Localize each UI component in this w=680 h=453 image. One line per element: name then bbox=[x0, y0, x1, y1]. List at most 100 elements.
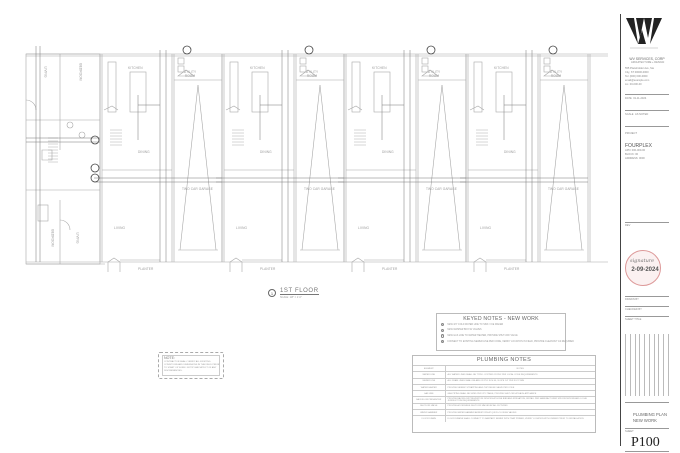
keyed-note-item: 4 CONNECT TO EXISTING SEWER LINE PER COD… bbox=[441, 339, 574, 345]
notes-cell: FLOOR DRAINS SHALL CONNECT TO SANITARY S… bbox=[445, 415, 595, 423]
header-cell: NOTES bbox=[445, 364, 595, 372]
room-label-living: LIVING bbox=[236, 226, 248, 230]
table-row: GAS LINE GAS PIPING SHALL BE SIZED PER C… bbox=[413, 390, 595, 397]
address-line: email@example.com bbox=[625, 79, 650, 82]
room-label-dining: DINING bbox=[260, 150, 272, 154]
table-row: WATER HAMMER PROVIDE WATER HAMMER ARREST… bbox=[413, 409, 595, 416]
room-label-kitchen: KITCHEN bbox=[250, 66, 265, 70]
table-row: WATER HEATER PROVIDE SEISMIC STRAPPING A… bbox=[413, 383, 595, 391]
sheet-title-label: SHEET TITLE bbox=[625, 318, 642, 321]
drawn-by-label: DRAWN BY bbox=[625, 298, 639, 301]
scale-field: SCALE AS NOTED bbox=[625, 113, 648, 117]
room-label: LIVING bbox=[43, 66, 48, 78]
element-cell: WATER HAMMER bbox=[413, 409, 446, 416]
room-label-dining: DINING bbox=[504, 150, 516, 154]
plumbing-notes-title: PLUMBING NOTES bbox=[476, 357, 532, 363]
project-detail: ADDRESS: 0000 bbox=[625, 157, 645, 160]
room-label-dining: DINING bbox=[382, 150, 394, 154]
keyed-note-text: NEW 3/4" COLD WATER LINE TO SINK / ICE M… bbox=[447, 323, 504, 326]
plumbing-notes-grid: ELEMENT NOTES WATER LINE ALL WATER LINES… bbox=[413, 364, 595, 423]
divider bbox=[625, 402, 669, 403]
room-label-dining: DINING bbox=[138, 150, 150, 154]
room-label-planter: PLANTER bbox=[382, 267, 398, 271]
element-cell: WATER HEATER bbox=[413, 383, 446, 391]
sheet-title-line: PLUMBING PLAN bbox=[633, 412, 667, 417]
table-header-row: ELEMENT NOTES bbox=[413, 364, 595, 372]
element-cell: SHUT-OFF VALVE bbox=[413, 402, 446, 410]
room-label-garage: TWO CAR GARAGE bbox=[426, 187, 457, 191]
room-label-kitchen: KITCHEN bbox=[494, 66, 509, 70]
table-row: SEWER LINE ALL DRAIN LINES SHALL BE ABS … bbox=[413, 377, 595, 385]
keyed-note-text: NEW WASHER BOX W/ VALVES bbox=[447, 329, 482, 332]
professional-stamp: signature 2-09-2024 bbox=[625, 250, 661, 286]
keyed-note-number: 3 bbox=[441, 334, 445, 338]
detail-number: 1 bbox=[268, 289, 276, 297]
room-label-utility: UTILITY ROOM bbox=[305, 70, 319, 78]
company-logo-icon bbox=[624, 16, 664, 49]
notes-cell: ALL DRAIN LINES SHALL BE ABS OR PVC SCH … bbox=[445, 377, 595, 385]
room-label-utility: UTILITY ROOM bbox=[549, 70, 563, 78]
divider bbox=[625, 316, 669, 317]
divider bbox=[625, 94, 669, 95]
keyed-notes-table: KEYED NOTES - NEW WORK 1 NEW 3/4" COLD W… bbox=[436, 313, 574, 351]
room-label: BEDROOM bbox=[50, 229, 55, 247]
room-label-garage: TWO CAR GARAGE bbox=[548, 187, 579, 191]
address-line: 555 Placeholder Ave, Ste bbox=[625, 67, 655, 70]
notes-cell: ALL WATER LINES SHALL BE TYPE L COPPER O… bbox=[445, 371, 595, 379]
address-line: Lic. 00-000-00 bbox=[625, 83, 642, 86]
divider bbox=[625, 222, 669, 223]
project-name: FOURPLEX bbox=[625, 143, 652, 149]
table-row: WATER LINE ALL WATER LINES SHALL BE TYPE… bbox=[413, 371, 595, 379]
notes-cell: PROVIDE BACKFLOW PREVENTION DEVICES AT H… bbox=[445, 396, 595, 404]
company-subtitle: ARCHITECTURE + DESIGN bbox=[631, 61, 665, 64]
room-label-planter: PLANTER bbox=[138, 267, 154, 271]
room-label-utility: UTILITY ROOM bbox=[183, 70, 197, 78]
floor-plan: LIVING BEDROOM BEDROOM LIVING KITCHEN UT… bbox=[25, 45, 608, 272]
general-note-box: NOTE: CONTRACTOR SHALL VERIFY ALL EXISTI… bbox=[158, 352, 224, 379]
room-label-living: LIVING bbox=[114, 226, 126, 230]
keyed-note-number: 2 bbox=[441, 328, 445, 333]
divider bbox=[625, 306, 669, 307]
divider bbox=[625, 428, 669, 429]
element-cell: WATER LINE bbox=[413, 371, 446, 379]
keyed-notes-title: KEYED NOTES - NEW WORK bbox=[463, 316, 539, 322]
room-label-planter: PLANTER bbox=[504, 267, 520, 271]
note-box-border bbox=[162, 355, 220, 376]
room-label-living: LIVING bbox=[358, 226, 370, 230]
date-field: DATE 01-11-2024 bbox=[625, 97, 646, 101]
rev-label: REV bbox=[625, 224, 631, 227]
notes-cell: GAS PIPING SHALL BE SIZED PER CPC TABLE,… bbox=[445, 390, 595, 397]
floor-plan-linework bbox=[25, 45, 608, 272]
room-label-garage: TWO CAR GARAGE bbox=[182, 187, 213, 191]
sheet-number-label: SHEET bbox=[625, 430, 634, 433]
divider bbox=[625, 451, 669, 452]
table-row: BACKFLOW PREVENTER PROVIDE BACKFLOW PREV… bbox=[413, 396, 595, 404]
sheet-number: P100 bbox=[631, 435, 660, 450]
plumbing-notes-table: PLUMBING NOTES ELEMENT NOTES WATER LINE … bbox=[412, 355, 596, 433]
room-label-garage: TWO CAR GARAGE bbox=[304, 187, 335, 191]
address-line: Tel: (000) 000-0000 bbox=[625, 75, 648, 78]
notes-cell: PROVIDE ACCESSIBLE SHUT-OFF VALVES AT AL… bbox=[445, 402, 595, 410]
keyed-note-item: 2 NEW WASHER BOX W/ VALVES bbox=[441, 328, 565, 334]
divider bbox=[625, 296, 669, 297]
table-row: FLOOR DRAIN FLOOR DRAINS SHALL CONNECT T… bbox=[413, 415, 595, 423]
checked-by-label: CHECKED BY bbox=[625, 308, 642, 311]
keyed-note-number: 1 bbox=[441, 323, 445, 327]
project-detail: APN: 000-000-00 bbox=[625, 149, 646, 152]
keyed-note-item: 1 NEW 3/4" COLD WATER LINE TO SINK / ICE… bbox=[441, 322, 565, 328]
room-label-utility: UTILITY ROOM bbox=[427, 70, 441, 78]
sheet-title: PLUMBING PLAN NEW WORK bbox=[633, 412, 667, 423]
keyed-note-text: CONNECT TO EXISTING SEWER LINE PER CODE,… bbox=[447, 340, 574, 343]
room-label: BEDROOM bbox=[78, 63, 83, 81]
room-label-planter: PLANTER bbox=[260, 267, 276, 271]
scale-value: AS NOTED bbox=[634, 113, 649, 116]
stamp-date: 2-09-2024 bbox=[631, 267, 659, 273]
room-label-kitchen: KITCHEN bbox=[372, 66, 387, 70]
divider bbox=[625, 110, 669, 111]
room-label: LIVING bbox=[75, 232, 80, 244]
element-cell: GAS LINE bbox=[413, 390, 446, 397]
room-label-living: LIVING bbox=[480, 226, 492, 230]
header-cell: ELEMENT bbox=[413, 364, 446, 372]
revision-columns bbox=[625, 334, 669, 396]
